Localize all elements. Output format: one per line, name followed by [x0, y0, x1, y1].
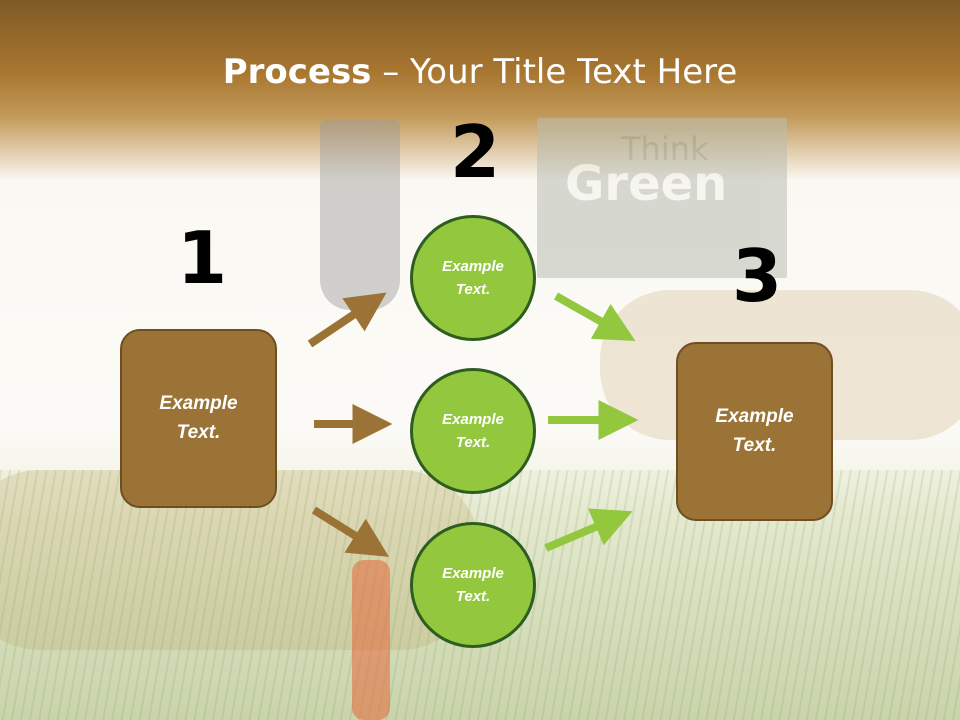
shovel-photo [320, 120, 400, 310]
title-bold: Process [222, 52, 372, 92]
step-1-label: Example Text. [159, 393, 238, 443]
circle-2-label: Example Text. [442, 410, 504, 451]
think-green-sign: Think Green [537, 118, 787, 278]
sign-line-2: Green [565, 156, 728, 212]
arrow-1-to-circle-3 [311, 506, 389, 557]
slide-title: Process – Your Title Text Here [0, 52, 960, 92]
arrow-1-to-circle-1 [307, 292, 387, 348]
circle-2[interactable]: Example Text. [410, 368, 536, 494]
circle-3[interactable]: Example Text. [410, 522, 536, 648]
arrow-circle-3-to-3 [544, 508, 633, 552]
step-number-3: 3 [732, 234, 783, 318]
tool-handle-photo [352, 560, 390, 720]
step-1-box[interactable]: Example Text. [120, 329, 277, 508]
circle-1-label: Example Text. [442, 257, 504, 298]
title-rest: – Your Title Text Here [371, 52, 738, 92]
step-number-2: 2 [450, 110, 501, 194]
step-3-label: Example Text. [715, 406, 794, 456]
sign-line-1: Think [621, 130, 709, 168]
circle-3-label: Example Text. [442, 564, 504, 605]
step-3-box[interactable]: Example Text. [676, 342, 833, 521]
arrow-circle-1-to-3 [554, 292, 636, 342]
header-band [0, 0, 960, 180]
circle-1[interactable]: Example Text. [410, 215, 536, 341]
step-number-1: 1 [177, 216, 228, 300]
